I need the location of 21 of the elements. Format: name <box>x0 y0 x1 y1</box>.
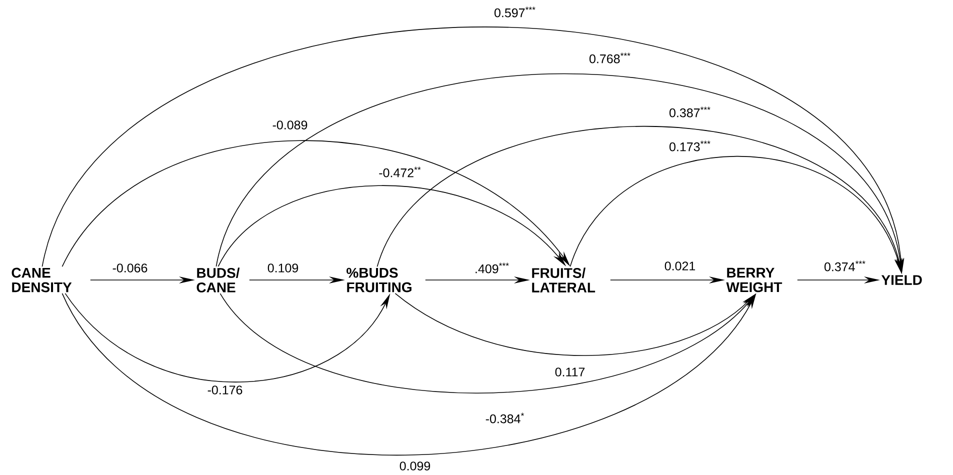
edge-label: -0.089 <box>271 120 309 130</box>
edge-label: 0.768$^{***}$ <box>588 52 632 64</box>
variable-label: YIELD <box>881 275 922 285</box>
variable-label: BERRY WEIGHT <box>726 268 782 292</box>
edge-label: 0.021 <box>663 260 697 272</box>
edge-label: -0.472$^{**}$ <box>378 166 422 178</box>
edge-label: .409$^{***}$ <box>473 262 511 274</box>
edge-label: -0.384$^{*}$ <box>484 412 526 424</box>
edge-label: 0.117 <box>554 366 586 378</box>
variable-label: %BUDS FRUITING <box>346 268 412 292</box>
variable-label: CANE DENSITY <box>12 268 72 292</box>
edge-label: 0.099 <box>398 460 432 472</box>
edge-label: 0.597$^{***}$ <box>493 6 537 18</box>
edge-label: -0.176 <box>206 384 244 396</box>
edge-label: 0.109 <box>266 262 300 274</box>
edge-label: -0.066 <box>111 262 149 274</box>
variable-label: BUDS/ CANE <box>196 268 240 292</box>
edge-label: 0.374$^{***}$ <box>823 260 867 272</box>
variable-label: FRUITS/ LATERAL <box>532 268 596 292</box>
edge-label: 0.387$^{***}$ <box>668 106 712 118</box>
edge-label: 0.173$^{***}$ <box>668 140 712 152</box>
